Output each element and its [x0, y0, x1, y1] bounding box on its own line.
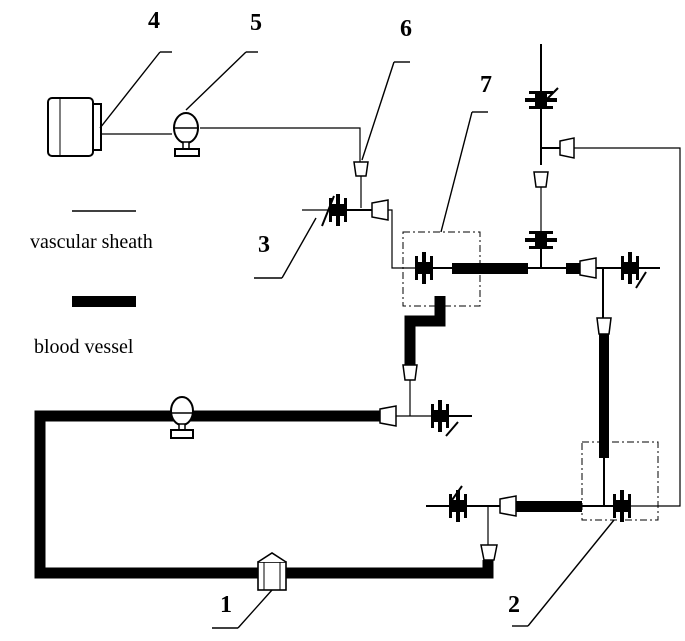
loop-connector — [379, 405, 397, 427]
upper-vessel-segment — [452, 263, 528, 274]
label-4: 4 — [148, 8, 160, 34]
legend-vessel-label: blood vessel — [34, 336, 134, 358]
label-5: 5 — [250, 10, 262, 36]
leader-5 — [185, 51, 247, 111]
leader-7 — [440, 111, 473, 233]
top-connector — [533, 171, 549, 188]
label-1: 1 — [220, 592, 232, 618]
upper-right-handle — [635, 271, 647, 289]
assembly-3 — [302, 194, 418, 269]
label-7: 7 — [480, 72, 492, 98]
right-vessel-segment — [599, 334, 609, 458]
label-6: 6 — [400, 16, 412, 42]
loop-valve-handle — [445, 421, 459, 437]
lower-vessel-segment — [516, 501, 582, 512]
legend-sheath-label: vascular sheath — [30, 231, 153, 253]
upper-right-connector — [579, 257, 597, 279]
leader-6 — [361, 61, 395, 161]
legend-vessel-bar — [72, 296, 136, 307]
left-riser-vessel — [404, 296, 446, 365]
leader-2 — [527, 519, 615, 627]
connector-6 — [353, 161, 369, 177]
motor-component — [47, 97, 102, 157]
lower-left-connector — [499, 495, 517, 517]
upper-vessel-short — [566, 263, 580, 274]
reservoir-1 — [257, 552, 287, 591]
main-loop-pump — [170, 396, 194, 439]
small-pump — [173, 112, 200, 157]
leader-4 — [99, 51, 161, 129]
right-return-line — [574, 147, 681, 507]
label-2: 2 — [508, 592, 520, 618]
main-loop-vessel — [34, 410, 494, 579]
loop-return-connector — [480, 544, 498, 561]
label-3: 3 — [258, 232, 270, 258]
box-7 — [402, 231, 481, 307]
leader-3 — [281, 217, 317, 279]
top-branch-connector — [559, 137, 575, 159]
right-drop-connector — [596, 317, 612, 335]
leader-1 — [237, 589, 273, 629]
left-riser-connector — [402, 364, 418, 381]
pump-sheath-line — [200, 127, 361, 162]
